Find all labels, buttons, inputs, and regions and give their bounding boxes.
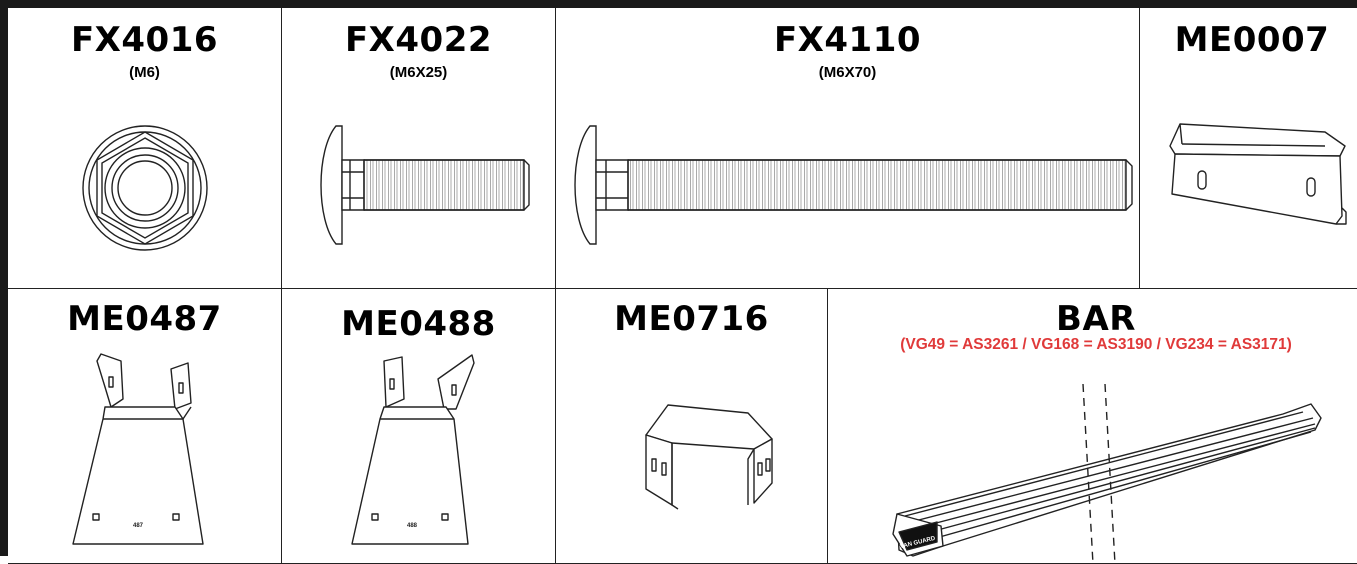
bracket-plate-icon (1160, 116, 1350, 231)
part-code: ME0487 (67, 299, 222, 339)
part-code: FX4016 (70, 20, 219, 60)
part-code: BAR (1056, 299, 1136, 339)
bar-variants: (VG49 = AS3261 / VG168 = AS3190 / VG234 … (900, 336, 1292, 353)
part-size: (M6) (129, 64, 160, 81)
part-stamp: 488 (407, 523, 418, 529)
roof-bar-icon: VAN GUARD (883, 384, 1328, 564)
part-code: ME0716 (614, 299, 769, 339)
carriage-bolt-long-icon (576, 120, 1136, 250)
part-code: ME0007 (1174, 20, 1330, 60)
cell-fx4016: FX4016 (M6) (8, 8, 282, 289)
cell-me0007: ME0007 (1140, 8, 1357, 289)
tapered-foot-icon: 488 (340, 349, 505, 554)
carriage-bolt-short-icon (322, 120, 532, 250)
part-size: (M6X25) (389, 64, 448, 81)
flange-nut-icon (75, 118, 215, 258)
part-size: (M6X70) (818, 64, 877, 81)
cell-fx4022: FX4022 (M6X25) (282, 8, 556, 289)
tapered-foot-icon: 487 (63, 349, 228, 554)
cell-me0716: ME0716 (556, 289, 828, 564)
cell-bar: BAR (VG49 = AS3261 / VG168 = AS3190 / VG… (828, 289, 1357, 564)
cell-fx4110: FX4110 (M6X70) (556, 8, 1140, 289)
part-code: ME0488 (341, 304, 496, 344)
cell-me0488: ME0488 488 (282, 289, 556, 564)
part-code: FX4022 (344, 20, 493, 60)
cell-me0487: ME0487 487 (8, 289, 282, 564)
part-stamp: 487 (133, 523, 144, 529)
part-code: FX4110 (773, 20, 922, 60)
u-bracket-icon (638, 397, 783, 517)
